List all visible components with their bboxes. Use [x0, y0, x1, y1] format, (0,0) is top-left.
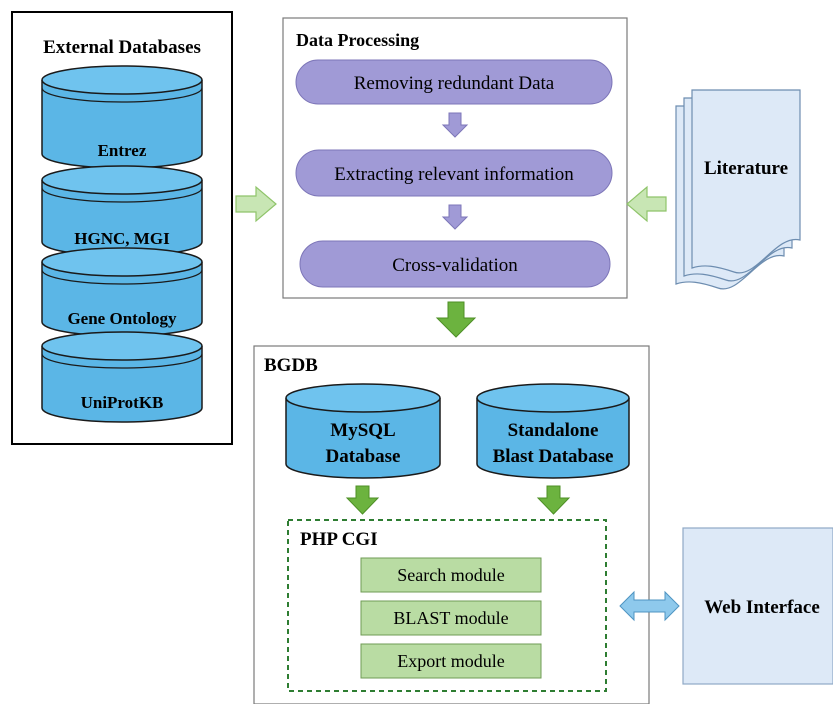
- db-label-gene-ontology: Gene Ontology: [67, 309, 177, 328]
- module-search: Search module: [397, 565, 504, 585]
- blast-database-cylinder: Standalone Blast Database: [476, 383, 630, 479]
- literature-document-icon: Literature: [675, 89, 801, 290]
- php-cgi-title: PHP CGI: [300, 529, 378, 550]
- external-databases-title: External Databases: [43, 37, 201, 58]
- external-databases-panel: External Databases Entrez HGNC, MGI Gene…: [11, 11, 233, 445]
- db-cylinder-uniprotkb: UniProtKB: [41, 331, 203, 423]
- module-export: Export module: [397, 651, 504, 671]
- db-cylinder-hgnc-mgi: HGNC, MGI: [41, 165, 203, 257]
- data-processing-panel: Data Processing Removing redundant Data …: [282, 17, 628, 299]
- step-extracting-information: Extracting relevant information: [334, 164, 574, 185]
- blast-db-label-line1: Standalone: [508, 420, 599, 441]
- literature-label: Literature: [704, 158, 788, 179]
- module-blast: BLAST module: [393, 608, 508, 628]
- arrow-down-icon: [536, 485, 571, 515]
- data-processing-title: Data Processing: [296, 30, 419, 50]
- blast-db-label-line2: Blast Database: [493, 446, 614, 467]
- step-removing-redundant: Removing redundant Data: [354, 73, 555, 94]
- mysql-label-line2: Database: [326, 446, 401, 467]
- web-interface-box: Web Interface: [682, 527, 833, 685]
- arrow-down-icon: [345, 485, 380, 515]
- bgdb-panel: BGDB MySQL Database Standalone Blast Dat…: [253, 345, 650, 704]
- double-arrow-icon: [619, 590, 680, 622]
- step-cross-validation: Cross-validation: [392, 255, 518, 276]
- web-interface-label: Web Interface: [704, 597, 820, 618]
- db-label-entrez: Entrez: [98, 141, 147, 160]
- arrow-down-icon: [435, 301, 477, 338]
- arrow-left-icon: [626, 185, 667, 223]
- db-label-uniprotkb: UniProtKB: [81, 393, 164, 412]
- arrow-down-icon: [441, 204, 469, 230]
- mysql-database-cylinder: MySQL Database: [285, 383, 441, 479]
- mysql-label-line1: MySQL: [330, 420, 395, 441]
- db-cylinder-entrez: Entrez: [41, 65, 203, 169]
- db-cylinder-gene-ontology: Gene Ontology: [41, 247, 203, 337]
- db-label-hgnc-mgi: HGNC, MGI: [74, 229, 170, 248]
- php-cgi-panel: PHP CGI Search module BLAST module Expor…: [287, 519, 607, 692]
- arrow-right-icon: [235, 185, 277, 223]
- bgdb-title: BGDB: [264, 355, 318, 376]
- arrow-down-icon: [441, 112, 469, 138]
